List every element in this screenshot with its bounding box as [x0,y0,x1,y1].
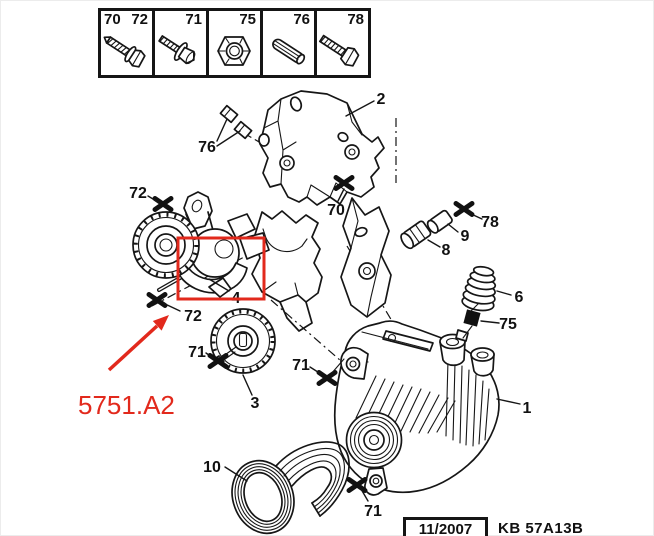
part-reference-text: 5751.A2 [78,390,175,420]
strip-label-76: 76 [293,11,310,28]
hex-nut-icon [217,36,251,66]
callout-bolt-71-lower[interactable]: 71 [364,503,382,520]
strip-cell-70-72: 70 72 [98,8,155,78]
callout-bolt-72-upper[interactable]: 72 [129,185,147,202]
protective-cap-drawing [461,265,497,312]
hex-bolt-icon [318,34,360,67]
callout-idler-pulley[interactable]: 3 [251,395,260,412]
drive-belt-drawing [231,441,350,535]
strip-label-78: 78 [347,11,364,28]
roll-pin-icon [272,38,306,65]
strip-cell-78: 78 [314,8,371,78]
strip-label-72: 72 [131,11,148,28]
drawing-code: KB 57A13B [498,520,584,536]
callout-belt[interactable]: 10 [203,459,221,476]
callout-bolt-72-lower[interactable]: 72 [184,308,202,325]
leader-lines [147,100,521,502]
callout-bolt-78[interactable]: 78 [481,214,499,231]
flanged-screw-icon [103,36,146,68]
mounting-bracket-drawing [251,90,392,332]
strip-label-75: 75 [239,11,256,28]
callout-cap[interactable]: 6 [515,289,524,306]
revision-date-box: 11/2007 [403,517,488,536]
highlight-arrow-head [152,315,169,331]
strip-cell-75: 75 [206,8,263,78]
strip-label-70: 70 [104,11,121,28]
dowel-pins-drawing [219,104,253,140]
highlight-annotation: 5751.A2 [78,236,266,420]
callout-nut-75[interactable]: 75 [499,316,517,333]
callout-bolt-70[interactable]: 70 [327,202,345,219]
callout-alternator[interactable]: 1 [523,400,532,417]
highlight-box [176,236,266,301]
callout-bracket[interactable]: 2 [377,91,386,108]
alternator-drawing [333,320,500,496]
spacer-sleeve-drawing [400,220,432,250]
fastener-strip: 70 72 71 [98,8,371,78]
tensioner-drawing [132,191,270,298]
callout-spacer-8[interactable]: 8 [442,242,451,259]
idler-pulley-drawing [210,308,276,374]
strip-cell-76: 76 [260,8,317,78]
strip-label-71: 71 [185,11,202,28]
callout-bolt-71-pulley[interactable]: 71 [188,344,206,361]
bolt-marker-72-upper [155,199,171,210]
callout-bolt-71-upper[interactable]: 71 [292,357,310,374]
bolt-marker-71-lower [349,480,365,491]
callout-bush-9[interactable]: 9 [461,228,470,245]
nut-75-marker [463,309,481,327]
callout-pins-76[interactable]: 76 [198,139,216,156]
bush-drawing [426,209,453,234]
highlight-arrow-shaft [107,324,159,372]
washer-bolt-icon [158,35,196,65]
